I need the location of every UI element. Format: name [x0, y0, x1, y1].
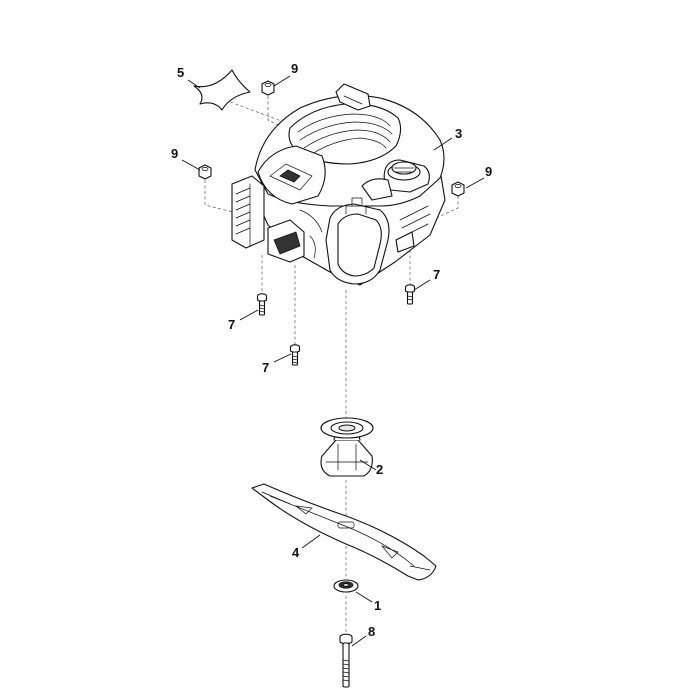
callouts: 5 9 3 9 9 7 7 7 2 4 1 8 — [171, 61, 492, 639]
callout-7-left: 7 — [228, 317, 235, 332]
callout-9-top: 9 — [291, 61, 298, 76]
bolt-part-7-left — [256, 293, 268, 316]
callout-7-right: 7 — [433, 267, 440, 282]
blade-part-4 — [251, 483, 437, 581]
washer-part-1 — [333, 579, 359, 593]
callout-1: 1 — [374, 598, 381, 613]
callout-5: 5 — [177, 65, 184, 80]
engine-part-3 — [231, 83, 446, 286]
callout-4: 4 — [292, 545, 300, 560]
nut-part-9-right — [451, 181, 465, 197]
callout-8: 8 — [368, 624, 375, 639]
callout-9-right: 9 — [485, 164, 492, 179]
gasket-part-5 — [193, 69, 251, 111]
nut-part-9-left — [198, 164, 212, 180]
leader-lines — [181, 75, 485, 647]
bolt-part-7-center — [289, 344, 301, 366]
blade-adapter-part-2 — [320, 417, 374, 477]
callout-3: 3 — [455, 126, 462, 141]
callout-2: 2 — [376, 462, 383, 477]
callout-7-center: 7 — [262, 360, 269, 375]
blade-bolt-part-8 — [339, 633, 353, 688]
bolt-part-7-right — [404, 284, 416, 305]
callout-9-left: 9 — [171, 146, 178, 161]
nut-part-9-top — [261, 80, 275, 96]
